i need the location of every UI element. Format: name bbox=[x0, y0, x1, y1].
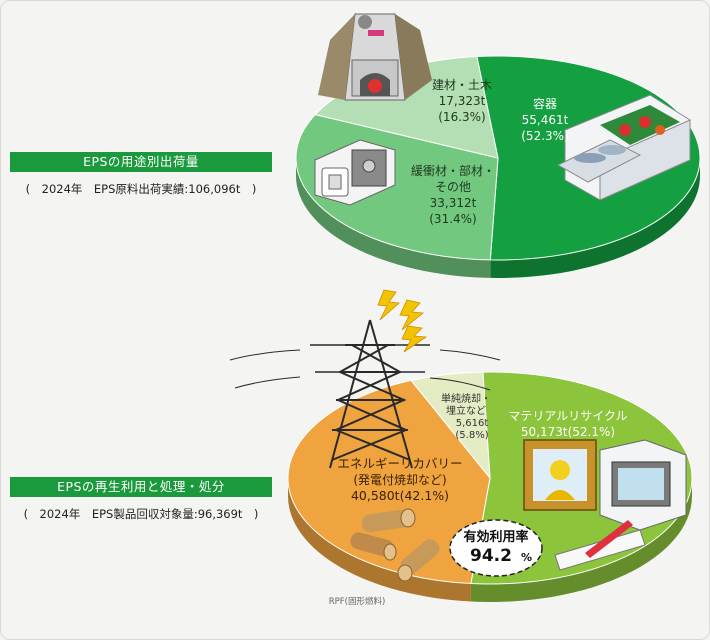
slice-label-material-value: 50,173t(52.1%) bbox=[521, 425, 615, 439]
section2-note: ( 2024年 EPS製品回収対象量:96,369t ) bbox=[23, 507, 259, 521]
ruler-pen-illustration bbox=[554, 520, 646, 571]
pie1-labels: 容器 55,461t (52.3%) 緩衝材・部材・ その他 33,312t (… bbox=[411, 78, 569, 226]
pie-slice-side bbox=[490, 158, 700, 278]
window-frame-illustration bbox=[599, 439, 687, 531]
callout-title: 有効利用率 bbox=[463, 529, 528, 545]
slice-label-building-name: 建材・土木 bbox=[432, 78, 492, 92]
pie2-side bbox=[288, 478, 692, 602]
pie2-labels: マテリアルリサイクル 50,173t(52.1%) エネルギーリカバリー (発電… bbox=[337, 392, 627, 503]
slice-label-landfill-percent: (5.8%) bbox=[455, 430, 488, 441]
slice-label-landfill-name2: 埋立など bbox=[446, 404, 486, 417]
slice-label-building-percent: (16.3%) bbox=[438, 110, 485, 124]
slice-label-container-name: 容器 bbox=[533, 96, 557, 111]
cushion-illustration bbox=[314, 139, 396, 206]
pie-slice bbox=[410, 371, 491, 480]
slice-label-energy-value: 40,580t(42.1%) bbox=[351, 488, 449, 503]
callout-unit: % bbox=[521, 551, 532, 564]
slice-label-material-name: マテリアルリサイクル bbox=[508, 409, 627, 423]
slice-label-landfill-name1: 単純焼却・ bbox=[441, 392, 491, 405]
slice-label-cushion-value: 33,312t bbox=[430, 196, 477, 210]
slice-label-building-value: 17,323t bbox=[439, 94, 486, 108]
section1-note: ( 2024年 EPS原料出荷実績:106,096t ) bbox=[25, 182, 257, 196]
section1-title: EPSの用途別出荷量 bbox=[10, 152, 272, 172]
pie-slice-side bbox=[470, 478, 692, 602]
picture-frame-illustration bbox=[523, 439, 597, 511]
slice-label-container-percent: (52.3%) bbox=[521, 129, 568, 143]
footnote-rpf: RPF(固形燃料) bbox=[329, 596, 386, 607]
slice-label-cushion-name2: その他 bbox=[435, 180, 471, 194]
section2-title: EPSの再生利用と処理・処分 bbox=[10, 477, 272, 497]
slice-label-energy-name: エネルギーリカバリー bbox=[337, 456, 462, 471]
power-pylon-illustration bbox=[229, 319, 501, 469]
lightning-icon bbox=[377, 289, 428, 353]
effective-use-callout: 有効利用率 94.2 % bbox=[449, 519, 543, 577]
pie-slice-side bbox=[288, 478, 471, 602]
dam-illustration bbox=[318, 13, 432, 101]
slice-label-cushion-name1: 緩衝材・部材・ bbox=[411, 163, 495, 178]
callout-value: 94.2 bbox=[470, 546, 512, 566]
pie-slice-side bbox=[296, 158, 491, 278]
fish-box-illustration bbox=[556, 94, 691, 201]
pie1-side bbox=[296, 158, 700, 278]
slice-label-container-value: 55,461t bbox=[522, 113, 569, 127]
wood-log-illustration bbox=[350, 508, 440, 582]
slice-label-landfill-value: 5,616t bbox=[456, 418, 489, 429]
slice-label-cushion-percent: (31.4%) bbox=[429, 212, 476, 226]
slice-label-energy-sub: (発電付焼却など) bbox=[353, 473, 446, 487]
